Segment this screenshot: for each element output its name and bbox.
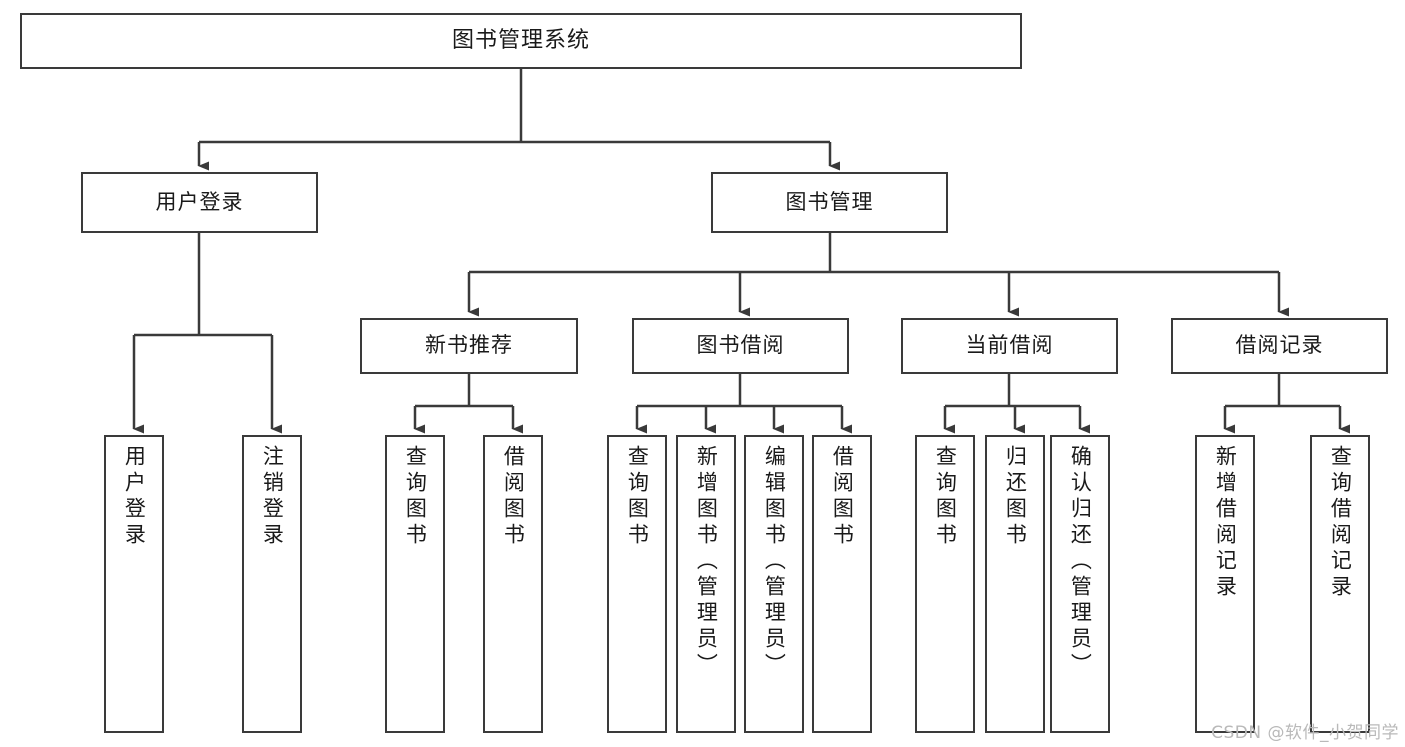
node-current-borrow-label: 当前借阅	[965, 333, 1054, 358]
node-leaf-user-login[interactable]: 用户登录	[104, 435, 164, 733]
node-borrow-record-label: 借阅记录	[1235, 333, 1324, 358]
node-leaf-add-book-admin[interactable]: 新增图书（管理员）	[676, 435, 736, 733]
node-book-management[interactable]: 图书管理	[711, 172, 948, 233]
node-leaf-query-borrow-record[interactable]: 查询借阅记录	[1310, 435, 1370, 733]
node-root-system[interactable]: 图书管理系统	[20, 13, 1022, 69]
node-leaf-edit-book-admin[interactable]: 编辑图书（管理员）	[744, 435, 804, 733]
node-leaf-add-borrow-record-label: 新增借阅记录	[1213, 445, 1238, 601]
node-leaf-borrow-book[interactable]: 借阅图书	[812, 435, 872, 733]
node-leaf-user-login-label: 用户登录	[122, 445, 147, 549]
node-leaf-logout[interactable]: 注销登录	[242, 435, 302, 733]
node-user-login[interactable]: 用户登录	[81, 172, 318, 233]
node-current-borrow[interactable]: 当前借阅	[901, 318, 1118, 374]
node-new-book-recommend-label: 新书推荐	[425, 333, 513, 358]
node-leaf-query-borrow-record-label: 查询借阅记录	[1328, 445, 1353, 601]
node-leaf-logout-label: 注销登录	[260, 445, 285, 549]
node-book-borrow-label: 图书借阅	[696, 333, 785, 358]
node-root-system-label: 图书管理系统	[451, 27, 590, 53]
watermark-text: CSDN @软件_小贺同学	[1211, 723, 1399, 743]
node-leaf-add-book-admin-label: 新增图书（管理员）	[694, 445, 719, 679]
node-book-borrow[interactable]: 图书借阅	[632, 318, 849, 374]
node-leaf-borrow-book-recommend-label: 借阅图书	[501, 445, 526, 549]
node-leaf-query-book-borrow[interactable]: 查询图书	[607, 435, 667, 733]
node-leaf-query-book-recommend[interactable]: 查询图书	[385, 435, 445, 733]
node-leaf-query-book-borrow-label: 查询图书	[625, 445, 650, 549]
node-leaf-edit-book-admin-label: 编辑图书（管理员）	[762, 445, 787, 679]
node-book-management-label: 图书管理	[785, 189, 874, 214]
node-new-book-recommend[interactable]: 新书推荐	[360, 318, 578, 374]
node-leaf-confirm-return-admin[interactable]: 确认归还（管理员）	[1050, 435, 1110, 733]
node-leaf-query-book-current[interactable]: 查询图书	[915, 435, 975, 733]
node-borrow-record[interactable]: 借阅记录	[1171, 318, 1388, 374]
node-user-login-label: 用户登录	[155, 189, 244, 214]
node-leaf-borrow-book-recommend[interactable]: 借阅图书	[483, 435, 543, 733]
node-leaf-query-book-recommend-label: 查询图书	[403, 445, 428, 549]
node-leaf-borrow-book-label: 借阅图书	[830, 445, 855, 549]
node-leaf-return-book[interactable]: 归还图书	[985, 435, 1045, 733]
node-leaf-query-book-current-label: 查询图书	[933, 445, 958, 549]
node-leaf-add-borrow-record[interactable]: 新增借阅记录	[1195, 435, 1255, 733]
node-leaf-return-book-label: 归还图书	[1003, 445, 1028, 549]
node-leaf-confirm-return-admin-label: 确认归还（管理员）	[1068, 445, 1093, 679]
